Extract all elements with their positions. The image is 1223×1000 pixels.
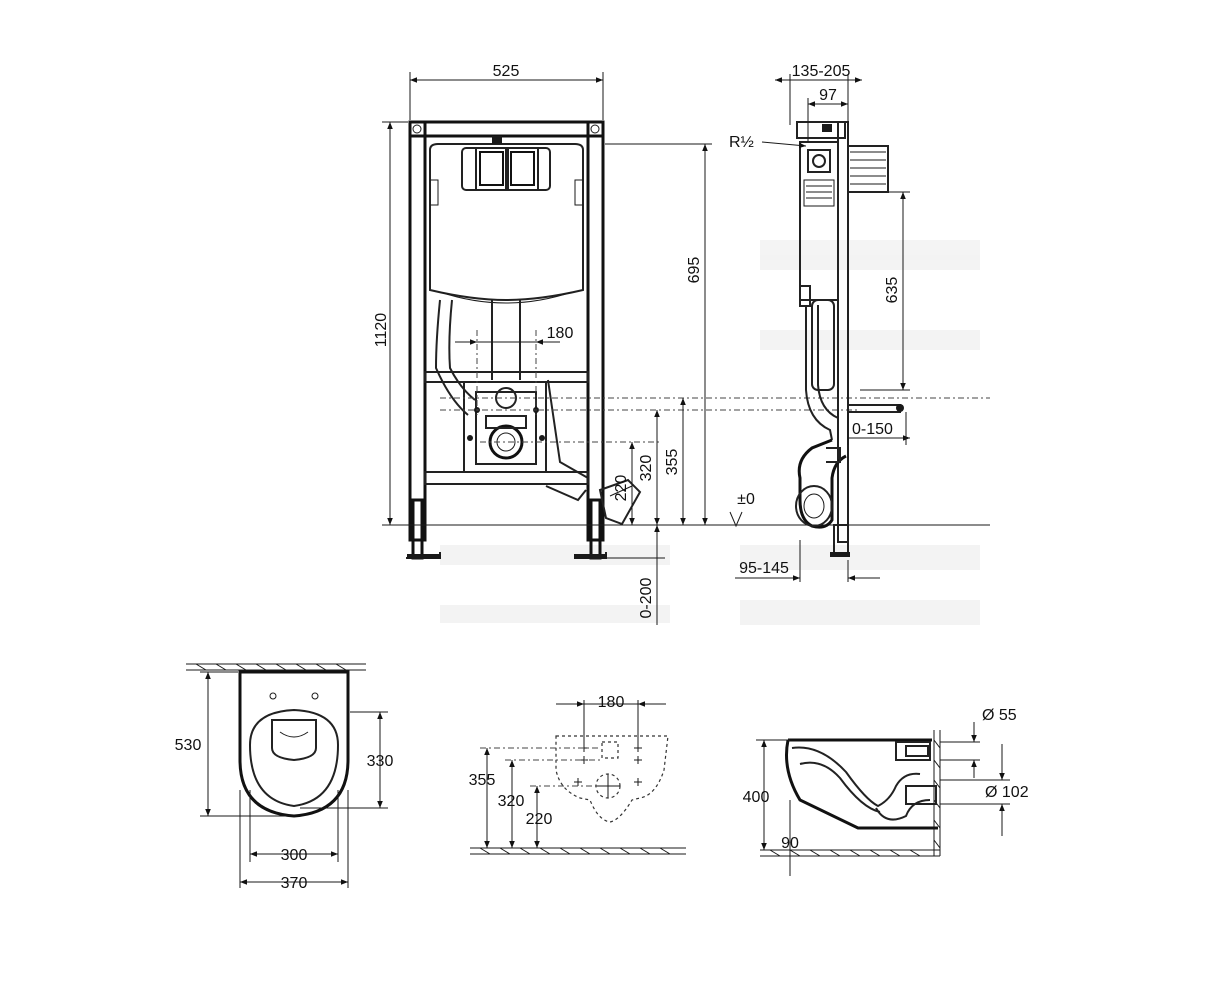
bowl-rear-view: 180 355 320 220 — [469, 694, 686, 855]
label-695: 695 — [686, 257, 703, 284]
side-cistern — [799, 141, 889, 307]
label-220-front: 220 — [613, 475, 630, 502]
dim-95-145: 95-145 — [735, 540, 880, 582]
label-diameter-102: Ø 102 — [985, 784, 1029, 801]
label-97: 97 — [819, 87, 837, 104]
side-view: 135-205 97 R½ 635 0-150 95-14 — [729, 63, 910, 582]
dim-width-525: 525 — [409, 63, 604, 120]
label-95-145: 95-145 — [739, 560, 789, 577]
dim-97: 97 — [807, 87, 848, 142]
label-diameter-55: Ø 55 — [982, 707, 1017, 724]
label-635: 635 — [884, 277, 901, 304]
label-180-front: 180 — [547, 325, 574, 342]
label-400: 400 — [743, 789, 770, 806]
label-370: 370 — [281, 875, 308, 892]
dim-r-half: R½ — [729, 134, 807, 151]
label-320-rear: 320 — [498, 793, 525, 810]
label-90: 90 — [781, 835, 799, 852]
bowl-side-outline — [785, 738, 938, 830]
installation-frame — [406, 120, 607, 560]
flush-pipe — [434, 299, 521, 416]
label-135-205: 135-205 — [792, 63, 851, 80]
dim-height-1120: 1120 — [373, 121, 408, 526]
label-220-rear: 220 — [526, 811, 553, 828]
dim-355-320-220: 355 320 220 — [613, 398, 686, 525]
label-180-rear: 180 — [598, 694, 625, 711]
dim-695: 695 — [605, 143, 712, 525]
label-1120: 1120 — [373, 313, 390, 348]
side-flush-pipe — [805, 299, 839, 441]
label-355-front: 355 — [664, 449, 681, 476]
dim-180-front: 180 — [455, 325, 573, 415]
dim-635: 635 — [860, 191, 910, 391]
side-top-rail — [796, 121, 846, 139]
background-ghost — [440, 240, 980, 625]
label-0-150: 0-150 — [852, 421, 893, 438]
label-355-rear: 355 — [469, 772, 496, 789]
drain-outlet — [545, 379, 642, 526]
side-drain-elbow — [795, 438, 847, 529]
bowl-side-view: 400 90 Ø 55 Ø 102 — [743, 707, 1029, 876]
bowl-top-view: 530 330 300 370 — [175, 663, 394, 892]
dim-135-205: 135-205 — [775, 63, 862, 125]
floor-mark: ±0 — [729, 491, 755, 528]
bowl-outline — [238, 670, 350, 818]
label-300: 300 — [281, 847, 308, 864]
front-view: 525 1120 695 180 — [373, 63, 990, 625]
label-525: 525 — [493, 63, 520, 80]
rear-bolt-marks — [574, 741, 642, 799]
side-rod — [847, 404, 904, 413]
label-0-200: 0-200 — [638, 577, 655, 618]
label-330-top: 330 — [367, 753, 394, 770]
label-530: 530 — [175, 737, 202, 754]
dim-0-150: 0-150 — [847, 412, 910, 445]
label-floor-zero: ±0 — [737, 491, 755, 508]
bowl-rear-outline — [555, 735, 669, 823]
drain-assembly — [463, 381, 547, 473]
label-pipe-thread: R½ — [729, 134, 754, 151]
cistern — [429, 136, 584, 304]
label-320-front: 320 — [638, 455, 655, 482]
dim-0-200: 0-200 — [600, 525, 665, 625]
